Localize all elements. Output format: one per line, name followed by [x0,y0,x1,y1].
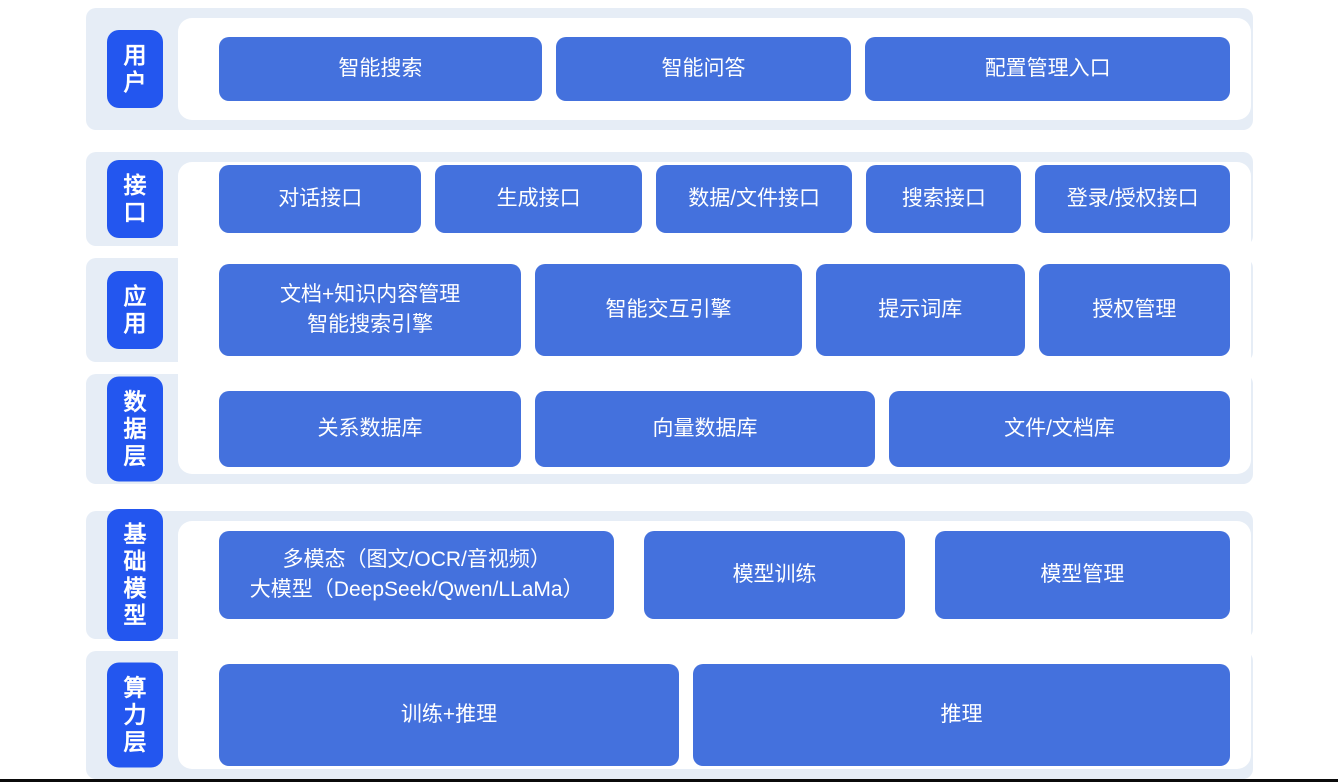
node-auth-management: 授权管理 [1038,264,1231,356]
layer-group-3: 基础模型 多模态（图文/OCR/音视频） 大模型（DeepSeek/Qwen/LLa… [86,509,1253,779]
layer-row-data-layer: 数据层关系数据库向量数据库文件/文档库 [86,374,1253,484]
node-multimodal-llm: 多模态（图文/OCR/音视频） 大模型（DeepSeek/Qwen/LLaMa） [219,531,615,619]
layer-label-char: 数 [123,388,147,415]
node-config-management-entry: 配置管理入口 [865,37,1230,101]
layer-label-char: 基 [123,521,147,547]
node-training-plus-inference: 训练+推理 [219,664,679,766]
row-content: 多模态（图文/OCR/音视频） 大模型（DeepSeek/Qwen/LLaMa） 模… [219,511,1231,639]
node-relational-db: 关系数据库 [219,391,521,467]
layer-label-char: 接 [123,172,147,198]
node-generation-api: 生成接口 [435,165,642,233]
layer-row-foundation-model: 基础模型 多模态（图文/OCR/音视频） 大模型（DeepSeek/Qwen/LLa… [86,509,1253,641]
layer-label-compute-layer: 算力层 [107,662,163,768]
layer-label-char: 模 [123,575,147,601]
layer-row-user: 用户智能搜索智能问答配置管理入口 [86,8,1253,130]
layer-label-user: 用户 [107,30,163,108]
layer-row-interface: 接口对话接口生成接口数据/文件接口搜索接口登录/授权接口 [86,152,1253,246]
node-smart-qa: 智能问答 [555,37,852,101]
node-label-line: 文档+知识内容管理 [280,283,461,306]
node-label-line: 大模型（DeepSeek/Qwen/LLaMa） [249,578,584,601]
layer-label-data-layer: 数据层 [107,376,163,482]
row-content: 文档+知识内容管理智能搜索引擎智能交互引擎提示词库授权管理 [219,258,1231,362]
layer-label-interface: 接口 [107,160,163,238]
layer-group-1: 用户智能搜索智能问答配置管理入口 [86,8,1253,130]
layer-label-application: 应用 [107,271,163,349]
node-vector-db: 向量数据库 [535,391,875,467]
bottom-border-line [0,779,1338,782]
node-login-auth-api: 登录/授权接口 [1035,165,1230,233]
layer-label-char: 应 [123,283,147,309]
node-file-doc-store: 文件/文档库 [889,391,1230,467]
node-prompt-library: 提示词库 [815,264,1025,356]
layer-label-char: 口 [123,199,147,225]
row-content: 对话接口生成接口数据/文件接口搜索接口登录/授权接口 [219,152,1230,246]
node-interactive-engine: 智能交互引擎 [535,264,802,356]
layer-label-char: 力 [123,701,147,728]
node-label-line: 多模态（图文/OCR/音视频） [282,548,551,571]
layer-label-char: 户 [123,69,147,95]
node-data-file-api: 数据/文件接口 [655,165,853,233]
layer-group-2: 接口对话接口生成接口数据/文件接口搜索接口登录/授权接口应用文档+知识内容管理智… [86,152,1253,484]
node-label-line: 智能搜索引擎 [307,313,434,336]
row-content: 训练+推理推理 [219,651,1230,779]
node-model-training: 模型训练 [644,531,905,619]
layer-label-char: 用 [123,310,147,336]
node-doc-knowledge-search-engine: 文档+知识内容管理智能搜索引擎 [219,264,522,356]
layer-label-char: 础 [123,548,147,574]
layer-row-compute-layer: 算力层训练+推理推理 [86,651,1253,779]
layer-label-char: 用 [123,42,147,68]
node-smart-search: 智能搜索 [219,37,542,101]
layer-label-char: 型 [123,602,147,628]
node-model-management: 模型管理 [934,531,1231,619]
row-content: 智能搜索智能问答配置管理入口 [219,8,1230,130]
row-content: 关系数据库向量数据库文件/文档库 [219,374,1230,484]
layer-label-char: 层 [123,442,147,469]
layer-row-application: 应用文档+知识内容管理智能搜索引擎智能交互引擎提示词库授权管理 [86,258,1253,362]
layer-label-char: 据 [123,415,147,442]
diagram: 用户智能搜索智能问答配置管理入口接口对话接口生成接口数据/文件接口搜索接口登录/… [86,8,1253,779]
node-search-api: 搜索接口 [866,165,1022,233]
node-dialog-api: 对话接口 [219,165,422,233]
layer-label-char: 层 [123,728,147,755]
layer-label-foundation-model: 基础模型 [107,509,163,641]
layer-label-char: 算 [123,674,147,701]
node-inference: 推理 [693,664,1230,766]
